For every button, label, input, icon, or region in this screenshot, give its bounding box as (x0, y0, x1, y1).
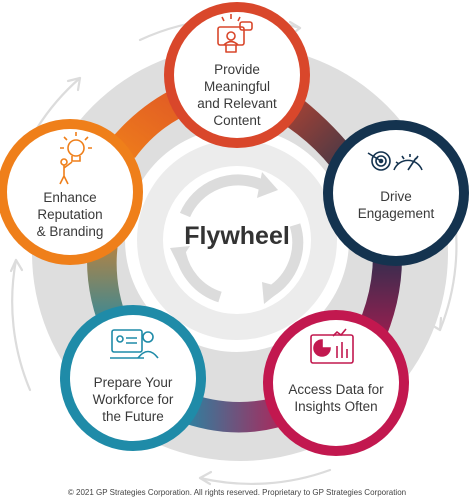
node-label-content: Provide Meaningful and Relevant Content (197, 62, 277, 128)
node-reputation (0, 119, 143, 265)
inner-arrow-heads (170, 172, 284, 304)
lightbulb-person-icon (59, 132, 92, 185)
center-title: Flywheel (184, 222, 290, 250)
copyright-footer: © 2021 GP Strategies Corporation. All ri… (67, 488, 407, 497)
node-insights (263, 310, 409, 456)
analytics-chart-icon (310, 328, 354, 364)
node-workforce (60, 305, 206, 451)
online-training-icon (110, 329, 159, 359)
target-gauge-icon (367, 151, 423, 171)
presenter-icon (217, 14, 253, 53)
node-engagement (323, 120, 469, 266)
node-label-workforce: Prepare Your Workforce for the Future (92, 375, 174, 424)
inner-hub-core (163, 166, 311, 314)
node-label-insights: Access Data for Insights Often (288, 382, 384, 414)
node-content (164, 2, 310, 148)
node-label-engagement: Drive Engagement (357, 189, 435, 221)
node-label-reputation: Enhance Reputation & Branding (36, 190, 104, 239)
